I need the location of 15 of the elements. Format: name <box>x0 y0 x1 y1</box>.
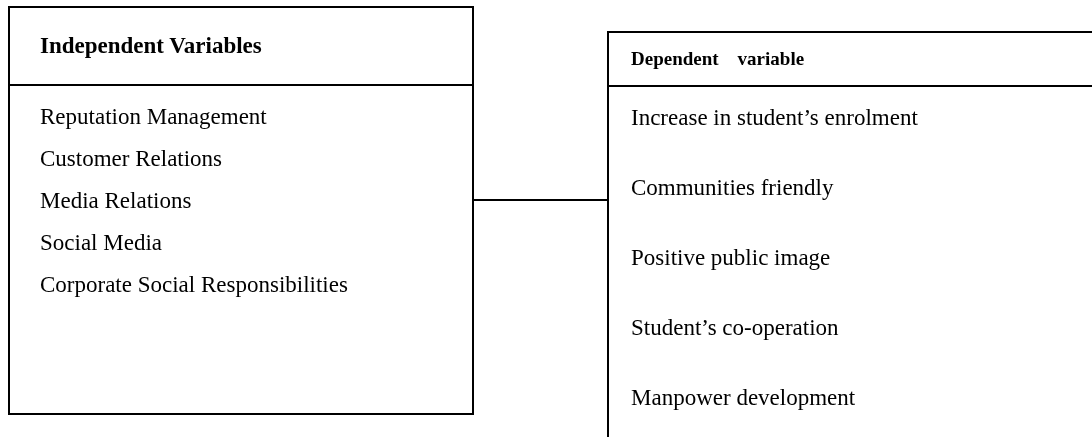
box-heading: Independent Variables <box>40 33 262 59</box>
variable-item: Manpower development <box>631 385 856 412</box>
variable-item: Positive public image <box>631 245 831 272</box>
variable-item: Reputation Management <box>40 104 267 131</box>
variable-item: Media Relations <box>40 188 192 215</box>
variable-item: Student’s co-operation <box>631 315 839 342</box>
variable-item: Social Media <box>40 230 162 257</box>
variable-item: Increase in student’s enrolment <box>631 105 918 132</box>
box-heading: Dependent variable <box>631 48 805 70</box>
variable-item: Corporate Social Responsibilities <box>40 272 348 299</box>
variable-box <box>8 6 474 415</box>
connector-line <box>473 199 608 201</box>
variable-item: Communities friendly <box>631 175 834 202</box>
variable-item: Customer Relations <box>40 146 223 173</box>
variable-box <box>607 31 1092 437</box>
